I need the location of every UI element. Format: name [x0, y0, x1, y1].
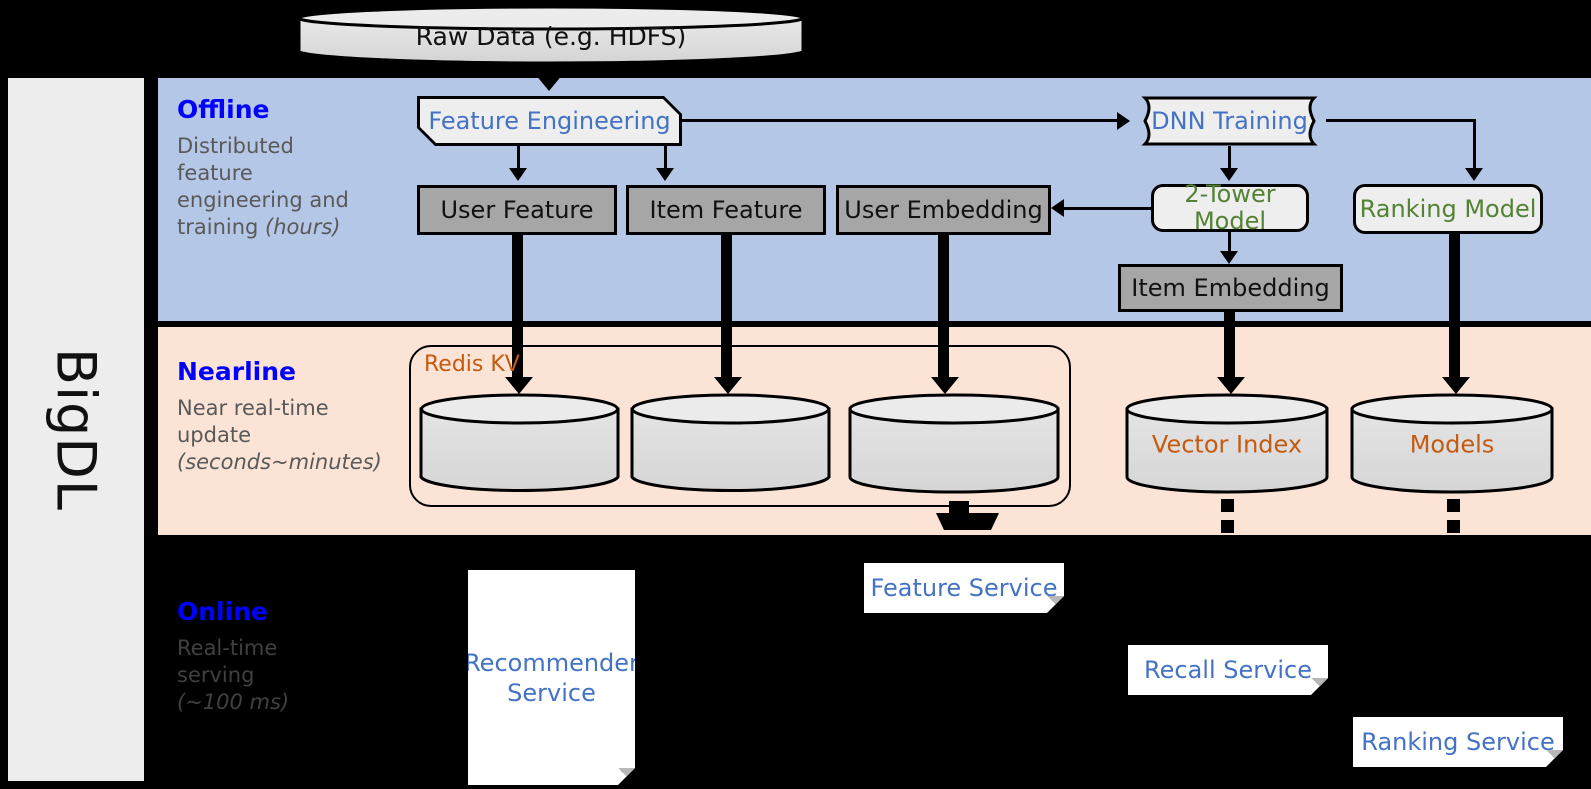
online-description: Real-time serving (~100 ms)	[177, 635, 392, 717]
store-vector-index-label: Vector Index	[1151, 430, 1303, 459]
pipe-userembedding	[938, 234, 949, 386]
arrowhead-rawdata-fe	[535, 74, 563, 91]
pipe-rankingmodel	[1449, 233, 1460, 385]
store-user-feature[interactable]	[418, 391, 621, 495]
online-desc-l1: Real-time	[177, 635, 278, 660]
arrowhead-dnn-ranking	[1465, 168, 1483, 181]
pipe-userfeature	[512, 234, 523, 386]
node-item-feature-label: Item Feature	[649, 195, 803, 224]
arrowhead-pipe-userembedding	[931, 377, 959, 394]
pipe-itemembedding	[1224, 311, 1235, 386]
nearline-desc-italic: (seconds~minutes)	[177, 450, 382, 475]
bigdl-label: BigDL	[44, 348, 108, 511]
connector-2tower-itemembedding	[1228, 232, 1231, 256]
service-recommender-l2: Service	[507, 678, 596, 707]
store-models[interactable]: Models	[1349, 391, 1555, 495]
store-user-embedding[interactable]	[847, 391, 1061, 495]
raw-data-store: Raw Data (e.g. HDFS)	[296, 4, 806, 66]
connector-models-stub-1	[1447, 499, 1460, 512]
node-item-feature[interactable]: Item Feature	[626, 185, 826, 235]
raw-data-label: Raw Data (e.g. HDFS)	[415, 21, 687, 51]
nearline-description: Near real-time update (seconds~minutes)	[177, 395, 392, 477]
arrowhead-2tower-itemembedding	[1220, 251, 1238, 264]
connector-fe-itemfeature	[664, 146, 667, 172]
arrowhead-fe-dnn	[1117, 112, 1130, 130]
connector-vectorindex-stub-2	[1221, 520, 1234, 533]
node-user-embedding-label: User Embedding	[844, 195, 1043, 224]
service-recommender[interactable]: Recommender Service	[468, 570, 635, 785]
redis-kv-group	[409, 345, 1071, 507]
node-ranking-model-label: Ranking Model	[1359, 194, 1537, 223]
service-ranking[interactable]: Ranking Service	[1353, 717, 1563, 767]
node-user-embedding[interactable]: User Embedding	[836, 185, 1051, 235]
offline-desc-l3: engineering and	[177, 188, 349, 213]
store-item-feature[interactable]	[629, 391, 832, 495]
node-dnn-training-label: DNN Training	[1151, 106, 1308, 135]
online-caption: Online Real-time serving (~100 ms)	[177, 598, 392, 716]
offline-title: Offline	[177, 95, 270, 124]
node-ranking-model[interactable]: Ranking Model	[1353, 184, 1543, 234]
arrowhead-store-featureservice	[936, 513, 999, 530]
offline-desc-l2: feature	[177, 160, 253, 185]
redis-kv-label: Redis KV	[424, 352, 520, 377]
node-2-tower-model[interactable]: 2-Tower Model	[1151, 180, 1309, 235]
arrowhead-2tower-userembedding	[1051, 199, 1064, 217]
connector-dnn-ranking-v	[1473, 119, 1476, 171]
service-recall[interactable]: Recall Service	[1128, 645, 1328, 695]
connector-dnn-2tower	[1228, 146, 1231, 170]
bigdl-rail: BigDL	[8, 78, 144, 781]
node-feature-engineering[interactable]: Feature Engineering	[417, 96, 682, 146]
node-2-tower-model-label: 2-Tower Model	[1184, 180, 1276, 235]
arrowhead-dnn-2tower	[1220, 168, 1238, 181]
service-feature-label: Feature Service	[870, 574, 1058, 602]
store-models-label: Models	[1409, 430, 1495, 459]
offline-caption: Offline Distributed feature engineering …	[177, 96, 392, 242]
store-vector-index[interactable]: Vector Index	[1124, 391, 1330, 495]
offline-desc-l1: Distributed	[177, 133, 294, 158]
service-recommender-label: Recommender Service	[464, 648, 639, 708]
connector-2tower-userembedding	[1063, 207, 1153, 210]
nearline-desc-l1: Near real-time	[177, 395, 329, 420]
node-user-feature-label: User Feature	[440, 195, 594, 224]
service-recall-label: Recall Service	[1144, 656, 1312, 684]
nearline-title: Nearline	[177, 357, 296, 386]
connector-vectorindex-stub-1	[1221, 499, 1234, 512]
offline-desc-italic: (hours)	[265, 215, 341, 240]
nearline-caption: Nearline Near real-time update (seconds~…	[177, 358, 392, 476]
connector-fe-userfeature	[517, 146, 520, 172]
online-desc-l2: serving	[177, 662, 255, 687]
arrowhead-pipe-itemembedding	[1217, 377, 1245, 394]
offline-description: Distributed feature engineering and trai…	[177, 133, 392, 242]
service-feature[interactable]: Feature Service	[864, 563, 1064, 613]
node-item-embedding[interactable]: Item Embedding	[1118, 264, 1343, 312]
node-dnn-training[interactable]: DNN Training	[1131, 96, 1328, 146]
pipe-itemfeature	[721, 234, 732, 386]
node-feature-engineering-label: Feature Engineering	[420, 99, 679, 143]
arrowhead-pipe-userfeature	[505, 377, 533, 394]
service-ranking-label: Ranking Service	[1361, 728, 1555, 756]
online-desc-italic: (~100 ms)	[177, 690, 290, 715]
arrowhead-fe-userfeature	[509, 168, 527, 181]
node-item-embedding-label: Item Embedding	[1131, 273, 1330, 302]
connector-dnn-ranking-h	[1326, 119, 1476, 122]
arrowhead-fe-itemfeature	[656, 168, 674, 181]
connector-models-stub-2	[1447, 520, 1460, 533]
online-title: Online	[177, 597, 268, 626]
arrowhead-pipe-rankingmodel	[1442, 377, 1470, 394]
node-user-feature[interactable]: User Feature	[417, 185, 617, 235]
offline-desc-l4: training	[177, 215, 266, 240]
nearline-desc-l2: update	[177, 422, 251, 447]
arrowhead-pipe-itemfeature	[714, 377, 742, 394]
service-recommender-l1: Recommender	[464, 648, 639, 677]
connector-fe-dnn	[682, 119, 1119, 122]
